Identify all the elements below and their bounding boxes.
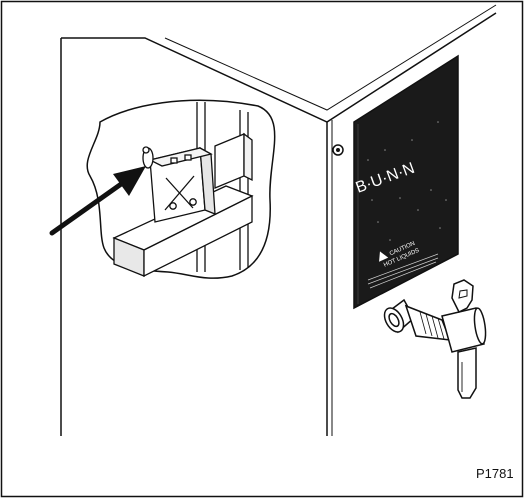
caution-fine-print	[367, 253, 439, 289]
faucet	[383, 279, 487, 399]
figure-code: P1781	[476, 466, 514, 481]
cabinet-top-edge	[61, 12, 497, 123]
warning-icon	[379, 251, 389, 262]
cabinet-top-lip	[164, 4, 497, 111]
panel-speckles	[367, 121, 447, 241]
screw-icon	[332, 144, 344, 156]
internal-components	[112, 102, 254, 278]
cabinet-outline	[60, 4, 497, 436]
front-panel	[353, 54, 459, 310]
pointer-arrow	[49, 166, 146, 236]
